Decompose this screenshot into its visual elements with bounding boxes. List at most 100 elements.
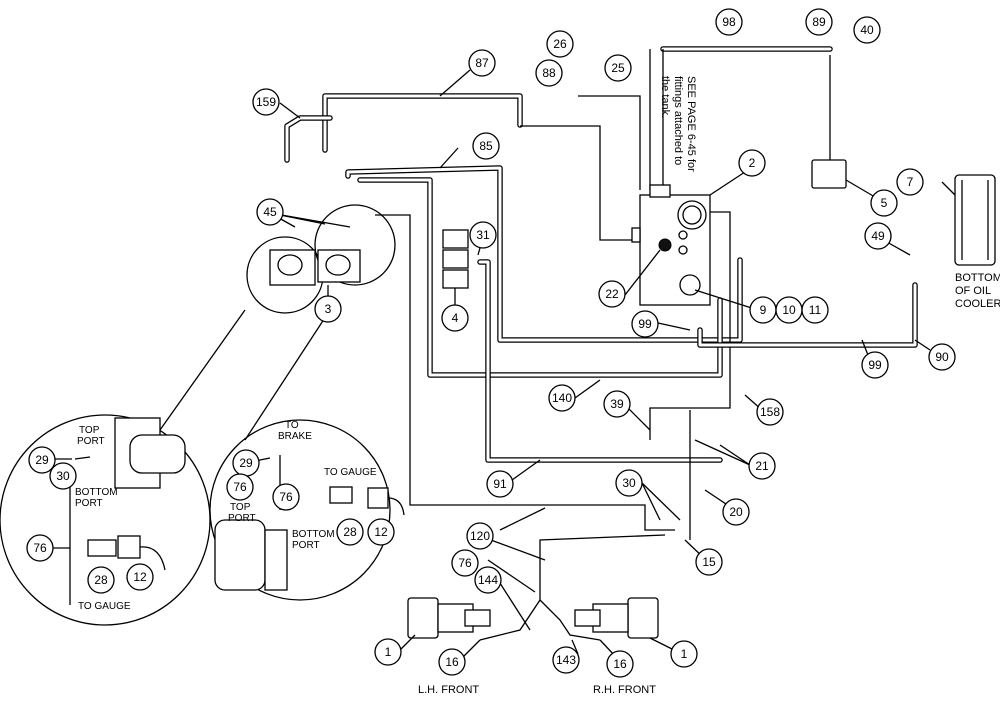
svg-text:76: 76 [279, 490, 293, 504]
callout-143: 143 [552, 646, 580, 674]
svg-text:40: 40 [860, 23, 874, 37]
svg-text:158: 158 [760, 405, 780, 419]
svg-text:29: 29 [35, 453, 49, 467]
bottom-oil-cooler-label-2: OF OIL [955, 285, 991, 297]
svg-text:143: 143 [556, 653, 576, 667]
svg-text:76: 76 [233, 480, 247, 494]
callout-39: 39 [603, 390, 631, 418]
callout-88: 88 [535, 59, 563, 87]
callout-158: 158 [756, 398, 784, 426]
svg-text:1: 1 [681, 647, 688, 661]
svg-text:20: 20 [729, 505, 743, 519]
svg-text:31: 31 [476, 228, 490, 242]
callout-30-left: 30 [49, 462, 77, 490]
callout-49: 49 [864, 222, 892, 250]
callout-76-lower: 76 [451, 549, 479, 577]
callout-4: 4 [441, 304, 469, 332]
callout-85: 85 [472, 132, 500, 160]
callout-99-cooler: 99 [861, 351, 889, 379]
top-port-right-label-a: TOP [230, 502, 251, 513]
callout-76-left: 76 [26, 534, 54, 562]
svg-text:12: 12 [133, 570, 147, 584]
svg-text:the tank.: the tank. [659, 76, 671, 118]
detail-circle-left [0, 309, 246, 626]
detail-circle-right [209, 309, 405, 601]
callout-159: 159 [252, 88, 280, 116]
callout-22: 22 [598, 280, 626, 308]
callout-12-left: 12 [126, 563, 154, 591]
svg-text:87: 87 [475, 56, 489, 70]
svg-text:9: 9 [760, 303, 767, 317]
oil-cooler [954, 174, 996, 266]
top-port-label-b: PORT [77, 436, 105, 447]
svg-text:25: 25 [611, 61, 625, 75]
svg-text:fittings attached to: fittings attached to [672, 76, 684, 165]
svg-text:28: 28 [94, 573, 108, 587]
svg-text:99: 99 [638, 317, 652, 331]
svg-text:76: 76 [458, 556, 472, 570]
to-brake-label-b: BRAKE [278, 431, 312, 442]
bottom-port-right-label-a: BOTTOM [292, 529, 335, 540]
callout-140: 140 [548, 384, 576, 412]
svg-text:21: 21 [755, 459, 769, 473]
callout-5: 5 [870, 189, 898, 217]
svg-text:99: 99 [868, 358, 882, 372]
callout-1-right: 1 [670, 640, 698, 668]
callout-12-right: 12 [367, 518, 395, 546]
hydraulic-tank [631, 184, 711, 306]
leader-lines [52, 69, 956, 658]
callout-76-right-a: 76 [226, 473, 254, 501]
svg-text:45: 45 [263, 205, 277, 219]
svg-text:98: 98 [722, 15, 736, 29]
callout-9: 9 [749, 296, 777, 324]
callout-89: 89 [805, 8, 833, 36]
bottom-port-right-label-b: PORT [292, 540, 320, 551]
svg-text:16: 16 [445, 655, 459, 669]
callout-91: 91 [486, 470, 514, 498]
svg-text:90: 90 [935, 350, 949, 364]
svg-text:4: 4 [452, 311, 459, 325]
callout-11: 11 [801, 296, 829, 324]
callout-45: 45 [256, 198, 284, 226]
hose-lines [284, 46, 918, 641]
callout-16-left: 16 [438, 648, 466, 676]
svg-text:91: 91 [493, 477, 507, 491]
callout-25: 25 [604, 54, 632, 82]
svg-text:12: 12 [374, 525, 388, 539]
callout-76-right-b: 76 [272, 483, 300, 511]
svg-text:144: 144 [478, 573, 498, 587]
callout-20: 20 [722, 498, 750, 526]
callout-30-right: 30 [615, 469, 643, 497]
callout-3: 3 [314, 295, 342, 323]
svg-text:49: 49 [871, 229, 885, 243]
svg-text:7: 7 [907, 175, 914, 189]
bottom-port-label-a: BOTTOM [75, 487, 118, 498]
svg-text:89: 89 [812, 15, 826, 29]
svg-text:30: 30 [622, 476, 636, 490]
svg-text:22: 22 [605, 287, 619, 301]
callout-40: 40 [853, 16, 881, 44]
top-port-right-label-b: PORT [228, 513, 256, 524]
bottom-oil-cooler-label-1: BOTTOM [955, 272, 1000, 284]
svg-text:76: 76 [33, 541, 47, 555]
callout-26: 26 [546, 30, 574, 58]
svg-text:10: 10 [782, 303, 796, 317]
callout-1-left: 1 [374, 638, 402, 666]
callout-10: 10 [775, 296, 803, 324]
svg-text:85: 85 [479, 139, 493, 153]
see-page-note: SEE PAGE 6-45 for fittings attached to t… [659, 76, 697, 172]
callout-7: 7 [896, 168, 924, 196]
svg-text:5: 5 [881, 196, 888, 210]
callout-28-left: 28 [87, 566, 115, 594]
bottom-oil-cooler-label-3: COOLER [955, 298, 1000, 310]
callout-15: 15 [695, 548, 723, 576]
valve-block [442, 229, 469, 289]
rh-front-wheel [574, 597, 659, 639]
callout-29-left: 29 [28, 446, 56, 474]
svg-text:2: 2 [749, 156, 756, 170]
callout-98: 98 [715, 8, 743, 36]
svg-text:28: 28 [343, 525, 357, 539]
svg-text:88: 88 [542, 66, 556, 80]
